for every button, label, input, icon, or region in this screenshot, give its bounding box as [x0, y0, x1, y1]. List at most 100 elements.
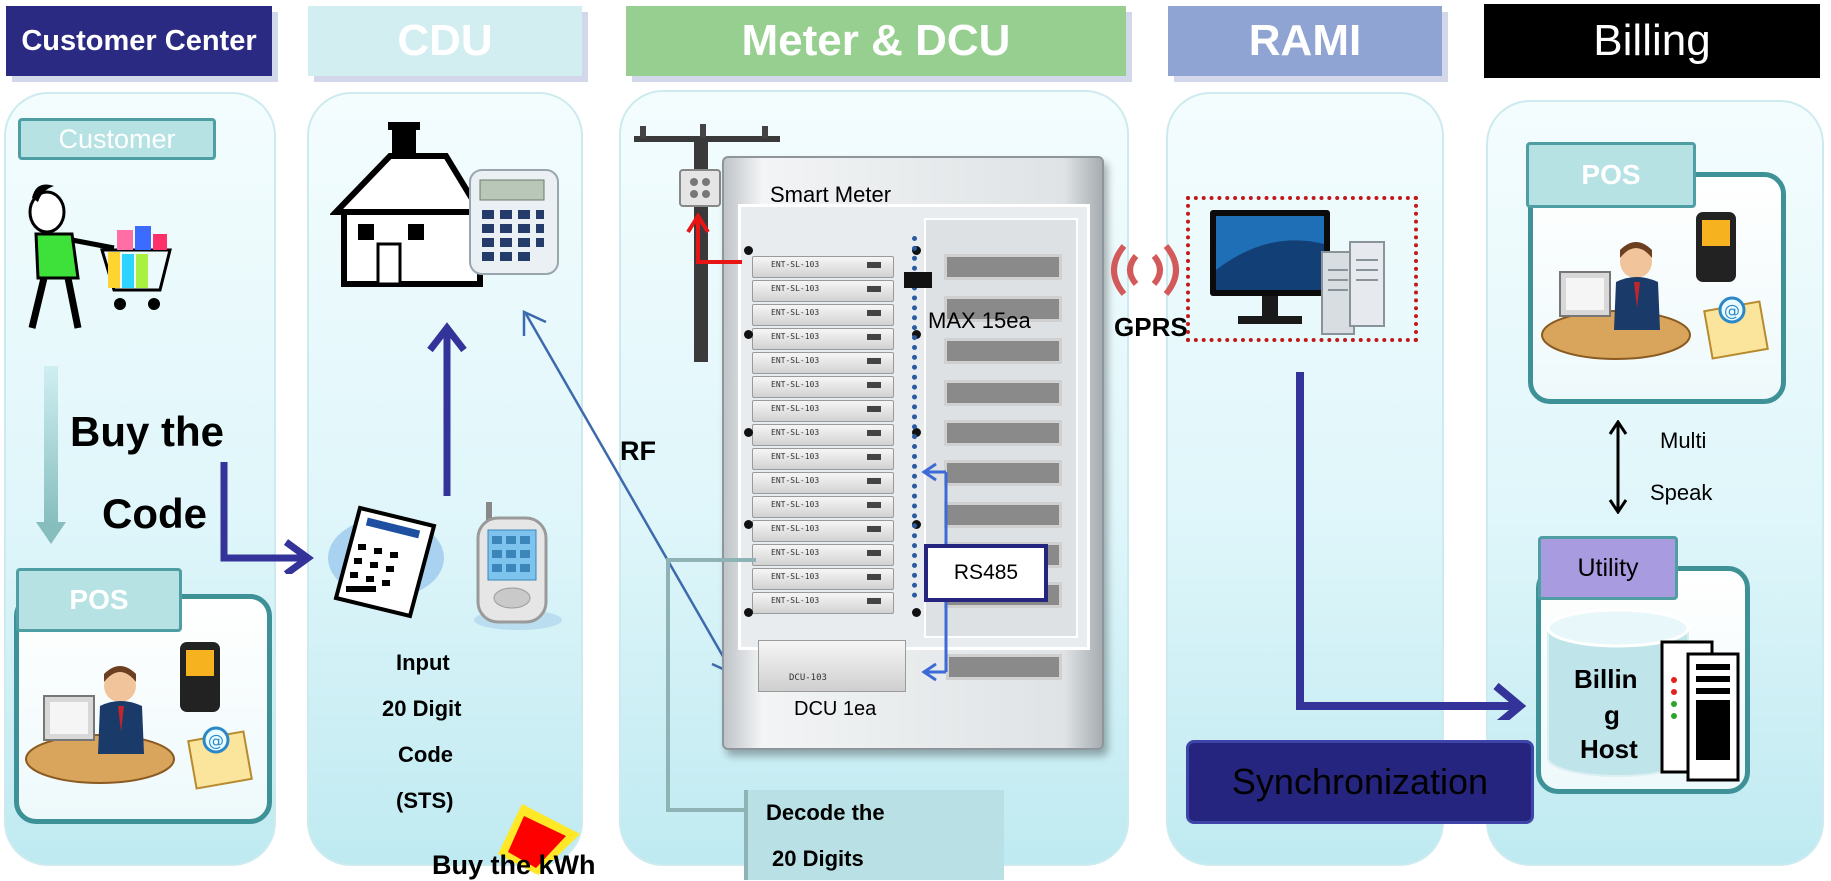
multi-label: Multi — [1660, 428, 1707, 453]
dcu-side-bar — [946, 654, 1062, 680]
svg-text:@: @ — [208, 731, 224, 750]
pole-red-arrow — [686, 212, 742, 264]
meter-unit-led — [867, 310, 881, 316]
meter-unit-label: ENT-SL-103 — [771, 476, 820, 485]
meter-unit: ENT-SL-103 — [752, 352, 894, 374]
rami-to-billing-arrow — [1296, 372, 1527, 720]
billing-pos-tab: POS — [1526, 142, 1696, 208]
bus-connector — [904, 272, 932, 288]
meter-unit-label: ENT-SL-103 — [771, 404, 820, 413]
meter-unit: ENT-SL-103 — [752, 520, 894, 542]
rack-pin — [744, 246, 753, 255]
meter-unit-label: ENT-SL-103 — [771, 356, 820, 365]
meter-unit: ENT-SL-103 — [752, 376, 894, 398]
meter-unit-led — [867, 502, 881, 508]
cdu-up-arrow — [427, 322, 467, 496]
customer-pos-label: POS — [69, 584, 129, 615]
decode-connector — [666, 558, 756, 812]
meter-dcu-header: Meter & DCU — [626, 6, 1126, 76]
meter-unit: ENT-SL-103 — [752, 256, 894, 278]
meter-unit: ENT-SL-103 — [752, 304, 894, 326]
meter-unit-label: ENT-SL-103 — [771, 284, 820, 293]
customer-tab: Customer — [18, 118, 216, 160]
meter-unit-led — [867, 574, 881, 580]
meter-rack: ENT-SL-103 ENT-SL-103 ENT-SL-103 ENT-SL-… — [752, 218, 904, 628]
meter-unit: ENT-SL-103 — [752, 568, 894, 590]
utility-tab: Utility — [1538, 536, 1678, 600]
host-server-icon — [1660, 640, 1740, 782]
cdu-header: CDU — [308, 6, 582, 76]
meter-unit-label: ENT-SL-103 — [771, 452, 820, 461]
customer-pos-operator-icon: @ — [25, 642, 253, 790]
billing-header: Billing — [1484, 4, 1820, 78]
cabinet-bar — [944, 460, 1062, 486]
meter-unit-led — [867, 430, 881, 436]
meter-unit: ENT-SL-103 — [752, 448, 894, 470]
buy-the-code-line1: Buy the — [70, 408, 225, 455]
utility-pole-icon — [634, 124, 780, 362]
down-gradient-arrow-head — [36, 522, 66, 544]
rack-pin — [744, 520, 753, 529]
rack-pin — [912, 608, 921, 617]
meter-unit-led — [867, 454, 881, 460]
billing-title: Billing — [1593, 16, 1711, 65]
meter-unit: ENT-SL-103 — [752, 496, 894, 518]
rs485-box: RS485 — [924, 544, 1048, 602]
meter-unit-led — [867, 478, 881, 484]
meter-unit-led — [867, 334, 881, 340]
billing-host-line3: Host — [1580, 734, 1638, 764]
customer-center-title: Customer Center — [21, 24, 257, 57]
meter-unit-label: ENT-SL-103 — [771, 428, 820, 437]
cabinet-bar — [944, 254, 1062, 280]
meter-unit: ENT-SL-103 — [752, 544, 894, 566]
smart-meter-label: Smart Meter — [770, 182, 892, 207]
decode-box — [744, 790, 1004, 880]
monitor-icon — [1210, 210, 1330, 324]
meter-unit: ENT-SL-103 — [752, 328, 894, 350]
rack-pin — [744, 608, 753, 617]
meter-unit-led — [867, 358, 881, 364]
billing-pos-operator-icon: @ — [1541, 212, 1769, 360]
meter-unit-label: ENT-SL-103 — [771, 332, 820, 341]
rs485-label: RS485 — [953, 561, 1019, 584]
buy-the-code-line2: Code — [102, 490, 207, 537]
rs485-bus-line — [912, 236, 917, 598]
input-code-line1: Input — [396, 650, 450, 675]
rami-server-dotted-box — [1186, 196, 1418, 342]
meter-unit-led — [867, 598, 881, 604]
meter-unit-led — [867, 382, 881, 388]
rack-pin — [744, 428, 753, 437]
meter-unit-label: ENT-SL-103 — [771, 548, 820, 557]
dcu-unit: DCU-103 — [758, 640, 906, 692]
dcu-1ea-label: DCU 1ea — [794, 698, 877, 720]
kwh-flag-icon — [498, 804, 580, 875]
buy-code-arrow — [220, 462, 314, 574]
rf-label: RF — [620, 436, 656, 466]
meter-unit-label: ENT-SL-103 — [771, 260, 820, 269]
buy-kwh-label: Buy the kWh — [432, 850, 596, 880]
billing-host-line2: g — [1604, 700, 1620, 730]
meter-unit: ENT-SL-103 — [752, 472, 894, 494]
meter-unit-led — [867, 550, 881, 556]
down-gradient-arrow — [44, 366, 58, 526]
meter-dcu-title: Meter & DCU — [741, 16, 1011, 65]
synchronization-label: Synchronization — [1231, 761, 1489, 802]
synchronization-banner: Synchronization — [1186, 740, 1534, 824]
dcu-unit-label: DCU-103 — [789, 673, 827, 683]
max-15ea-label: MAX 15ea — [928, 308, 1031, 333]
server-tower-icon — [1321, 241, 1385, 335]
multispeak-arrow — [1608, 420, 1628, 514]
input-code-line4: (STS) — [396, 788, 454, 813]
rami-title: RAMI — [1248, 16, 1362, 65]
decode-line2: 20 Digits — [772, 846, 864, 871]
meter-unit-led — [867, 526, 881, 532]
meter-unit-label: ENT-SL-103 — [771, 500, 820, 509]
meter-unit: ENT-SL-103 — [752, 424, 894, 446]
meter-unit: ENT-SL-103 — [752, 280, 894, 302]
meter-unit-label: ENT-SL-103 — [771, 308, 820, 317]
meter-unit: ENT-SL-103 — [752, 400, 894, 422]
meter-unit-label: ENT-SL-103 — [771, 596, 820, 605]
meter-unit-led — [867, 286, 881, 292]
decode-line1: Decode the — [766, 800, 885, 825]
utility-label: Utility — [1577, 553, 1639, 582]
